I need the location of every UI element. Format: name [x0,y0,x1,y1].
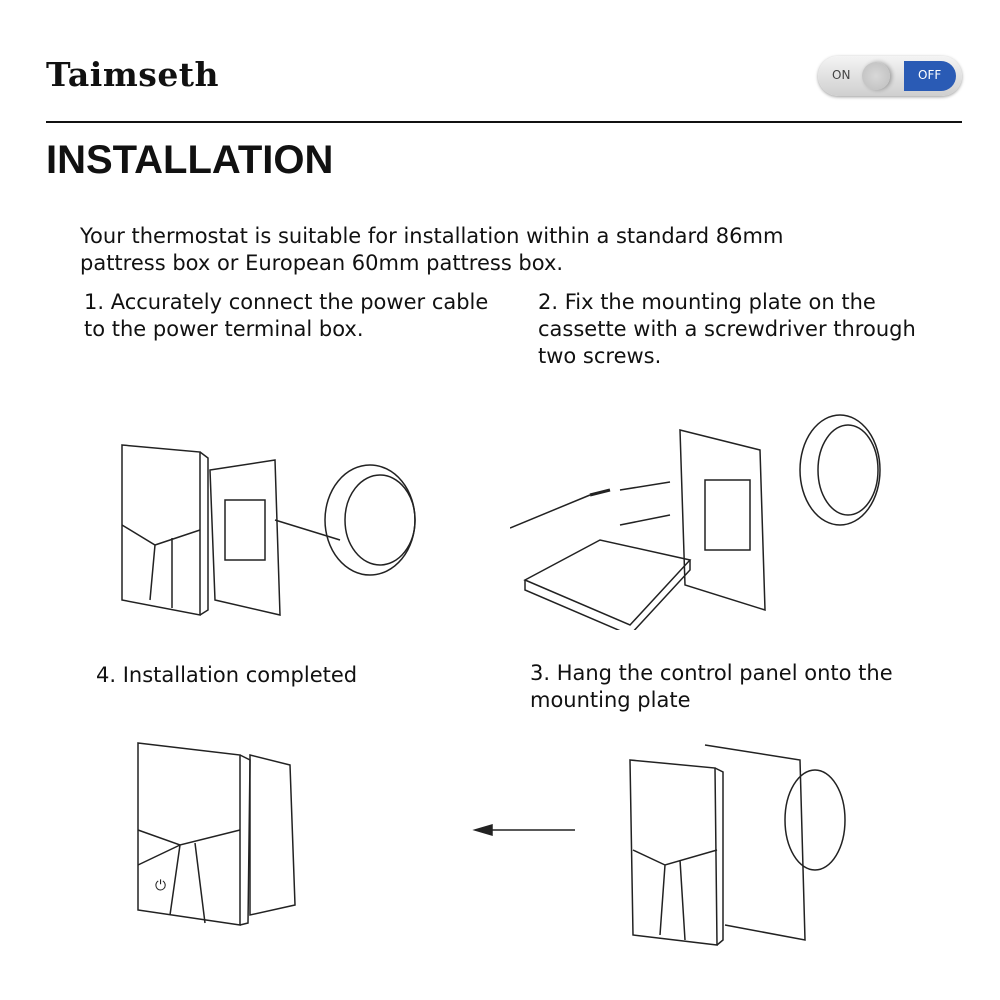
step-2-text: 2. Fix the mounting plate on the cassett… [538,290,916,368]
page-title: INSTALLATION [46,138,334,182]
svg-text:⏻: ⏻ [155,878,166,894]
step-4-illustration: ⏻ [137,742,296,926]
divider [46,121,962,123]
brand-logo: Taimseth [46,55,220,94]
step-1-text: 1. Accurately connect the power cable to… [84,290,489,341]
intro-text: Your thermostat is suitable for installa… [80,224,784,275]
step-4-text: 4. Installation completed [96,663,358,687]
step-3-text: 3. Hang the control panel onto the mount… [530,661,893,712]
toggle-knob[interactable] [862,62,890,90]
on-off-toggle[interactable]: ON OFF [818,56,962,96]
step-2-illustration [510,414,881,630]
step-1-illustration [121,444,416,616]
toggle-off-label: OFF [918,68,942,82]
toggle-on-label: ON [832,68,851,82]
arrow-icon [472,823,575,837]
toggle-off-bg [904,61,956,91]
step-3-illustration [629,744,846,946]
